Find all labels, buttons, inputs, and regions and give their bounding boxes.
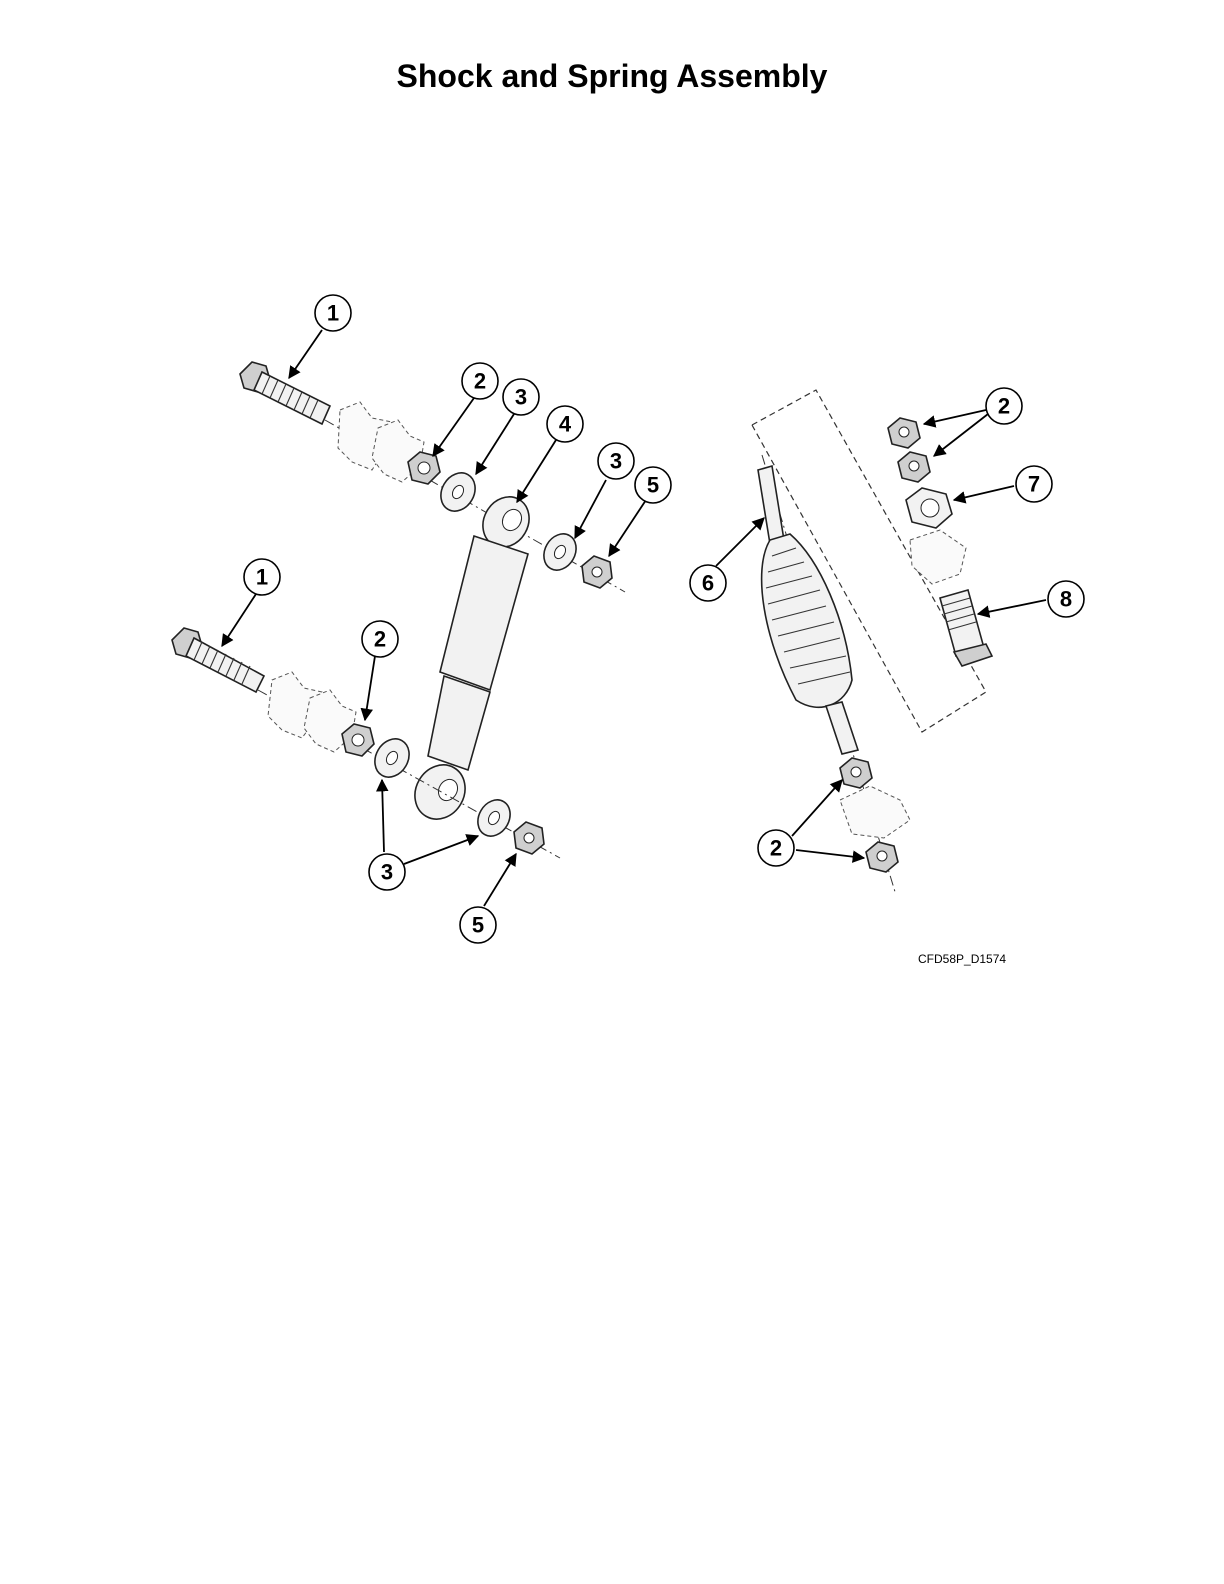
lower-nut-2 [341, 723, 375, 757]
svg-text:3: 3 [515, 385, 527, 410]
svg-text:5: 5 [647, 473, 659, 498]
svg-text:3: 3 [610, 449, 622, 474]
callout-7: 7 [1015, 465, 1053, 503]
callout-6: 6 [689, 564, 727, 602]
spring-top-nut-2a [887, 417, 921, 449]
callout-4: 4 [546, 405, 584, 443]
callout-5-lower: 5 [459, 906, 497, 944]
lower-bolt [171, 627, 266, 694]
callout-2-spring-top: 2 [985, 387, 1023, 425]
svg-text:2: 2 [770, 836, 782, 861]
spring-stud-8 [939, 589, 994, 667]
spring-upper-bracket [909, 529, 967, 585]
svg-text:7: 7 [1028, 472, 1040, 497]
callout-3-lower: 3 [368, 853, 406, 891]
callout-3-upper-right: 3 [597, 442, 635, 480]
callout-2-lower: 2 [361, 620, 399, 658]
upper-bolt [239, 361, 332, 426]
svg-text:1: 1 [327, 301, 339, 326]
svg-text:3: 3 [381, 860, 393, 885]
upper-washer-3b [543, 533, 577, 571]
svg-text:8: 8 [1060, 587, 1072, 612]
svg-text:5: 5 [472, 913, 484, 938]
shock-upper-eye-4 [482, 496, 530, 548]
spring-lower-bracket [839, 785, 911, 839]
lower-locknut-5 [513, 821, 545, 855]
spring-bottom-nut-2c [839, 757, 873, 789]
svg-text:1: 1 [256, 565, 268, 590]
page-title: Shock and Spring Assembly [396, 58, 828, 94]
callout-3-upper-left: 3 [502, 378, 540, 416]
callout-2-spring-bottom: 2 [757, 829, 795, 867]
callout-8: 8 [1047, 580, 1085, 618]
upper-locknut-5 [581, 555, 613, 589]
svg-text:2: 2 [474, 369, 486, 394]
spring-top-nut-2b [897, 451, 931, 483]
figure-id: CFD58P_D1574 [918, 952, 1007, 966]
lower-mount-axis [257, 689, 561, 859]
callout-2-upper: 2 [461, 362, 499, 400]
upper-washer-3 [440, 472, 476, 512]
upper-nut-2 [407, 451, 441, 485]
spring-bottom-nut-2d [865, 841, 899, 873]
svg-text:6: 6 [702, 571, 714, 596]
lower-washer-3b [477, 799, 511, 837]
callout-1-lower: 1 [243, 558, 281, 596]
shock-absorber-body [414, 534, 529, 820]
svg-text:4: 4 [559, 412, 572, 437]
callout-5-upper: 5 [634, 466, 672, 504]
callout-1-upper: 1 [314, 294, 352, 332]
leader-lines [221, 329, 1047, 907]
spring-6 [757, 464, 860, 755]
lower-washer-3 [374, 738, 410, 778]
spring-nut-7 [905, 487, 953, 529]
upper-mount-axis [324, 419, 626, 593]
spring-assembly-outline [751, 389, 987, 733]
svg-text:2: 2 [998, 394, 1010, 419]
svg-text:2: 2 [374, 627, 386, 652]
